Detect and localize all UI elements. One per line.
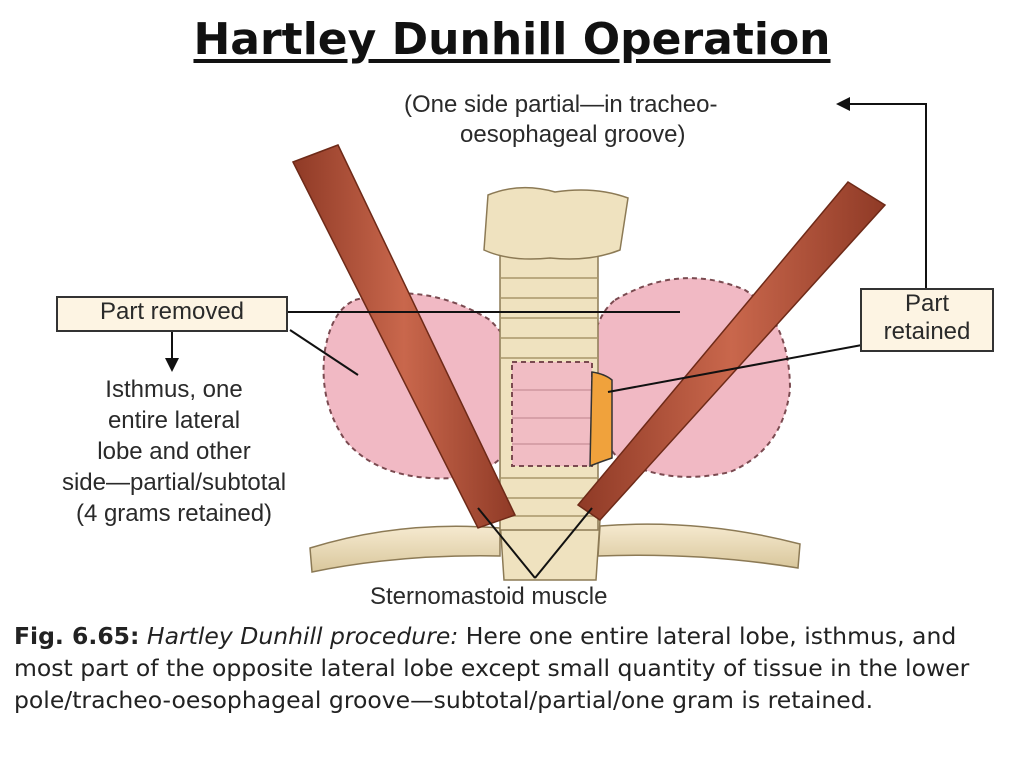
part-retained-label-1: Part xyxy=(904,290,949,317)
removed-desc-line: side—partial/subtotal xyxy=(61,469,287,496)
top-note-line2: oesophageal groove) xyxy=(460,121,686,148)
removed-description: Isthmus, one entire lateral lobe and oth… xyxy=(14,374,334,529)
muscle-line-right xyxy=(534,507,593,579)
page-title: Hartley Dunhill Operation xyxy=(193,14,831,65)
caption-text: Here one entire lateral lobe, isthmus, a… xyxy=(14,622,970,714)
left-sternomastoid xyxy=(291,144,517,529)
retained-tissue xyxy=(589,371,613,468)
caption-procedure: Hartley Dunhill procedure: xyxy=(146,622,459,650)
part-removed-box: Part removed xyxy=(56,296,288,332)
arrow-head-down xyxy=(165,358,179,372)
retained-arrow-line xyxy=(848,103,927,288)
figure-caption: Fig. 6.65: Hartley Dunhill procedure: He… xyxy=(14,620,1014,716)
part-removed-label: Part removed xyxy=(99,298,245,325)
thyroid-cartilage xyxy=(483,186,629,260)
caption-fig-number: Fig. 6.65: xyxy=(14,622,140,650)
left-clavicle xyxy=(309,525,501,573)
isthmus xyxy=(511,361,593,467)
right-sternomastoid xyxy=(576,181,887,521)
arrow-head-left xyxy=(836,97,850,111)
top-note-line1: (One side partial—in tracheo- xyxy=(404,91,718,118)
part-retained-label-2: retained xyxy=(883,318,971,345)
sternomastoid-label: Sternomastoid muscle xyxy=(370,583,608,610)
right-clavicle xyxy=(597,523,801,569)
removed-line-down xyxy=(289,329,359,376)
retained-line xyxy=(607,344,863,393)
removed-desc-line: entire lateral xyxy=(107,407,241,434)
removed-desc-line: Isthmus, one xyxy=(105,376,243,403)
part-retained-box: Part retained xyxy=(860,288,994,352)
muscle-line-left xyxy=(477,507,536,579)
removed-desc-line: lobe and other xyxy=(97,438,251,465)
removed-desc-line: (4 grams retained) xyxy=(75,500,273,527)
